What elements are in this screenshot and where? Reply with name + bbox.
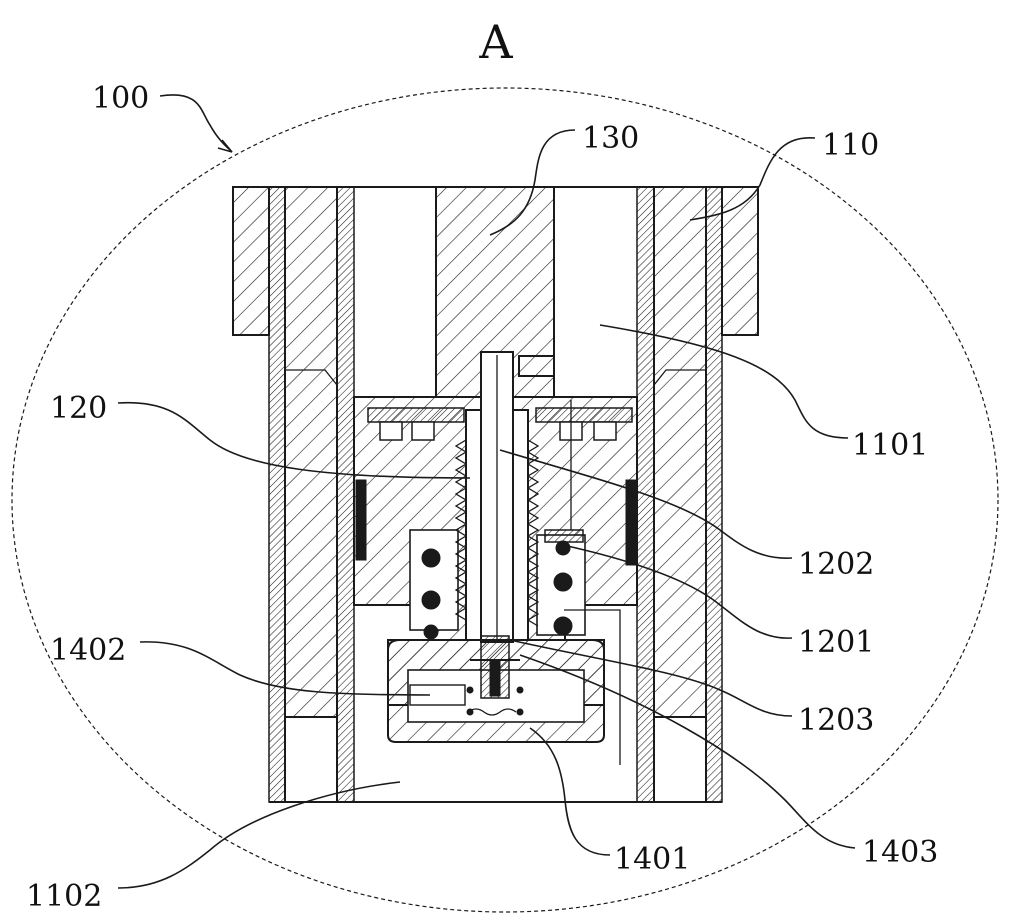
label-120: 120: [50, 391, 107, 426]
outer-housing: [232, 186, 759, 803]
label-1203: 1203: [798, 703, 874, 738]
lower-cup-1401: [387, 635, 605, 743]
label-1201: 1201: [798, 625, 874, 660]
label-1403: 1403: [862, 835, 938, 870]
stem-1202: [480, 351, 514, 643]
label-1402: 1402: [50, 633, 126, 668]
leader-lines: [117, 94, 856, 889]
label-110: 110: [822, 128, 879, 163]
label-1102: 1102: [26, 879, 102, 914]
label-100: 100: [92, 81, 149, 116]
label-130: 130: [582, 121, 639, 156]
label-1101: 1101: [852, 428, 928, 463]
detail-boundary-ellipse: [11, 87, 999, 913]
label-1202: 1202: [798, 547, 874, 582]
figure-title: A: [478, 15, 513, 69]
label-1401: 1401: [614, 842, 690, 877]
